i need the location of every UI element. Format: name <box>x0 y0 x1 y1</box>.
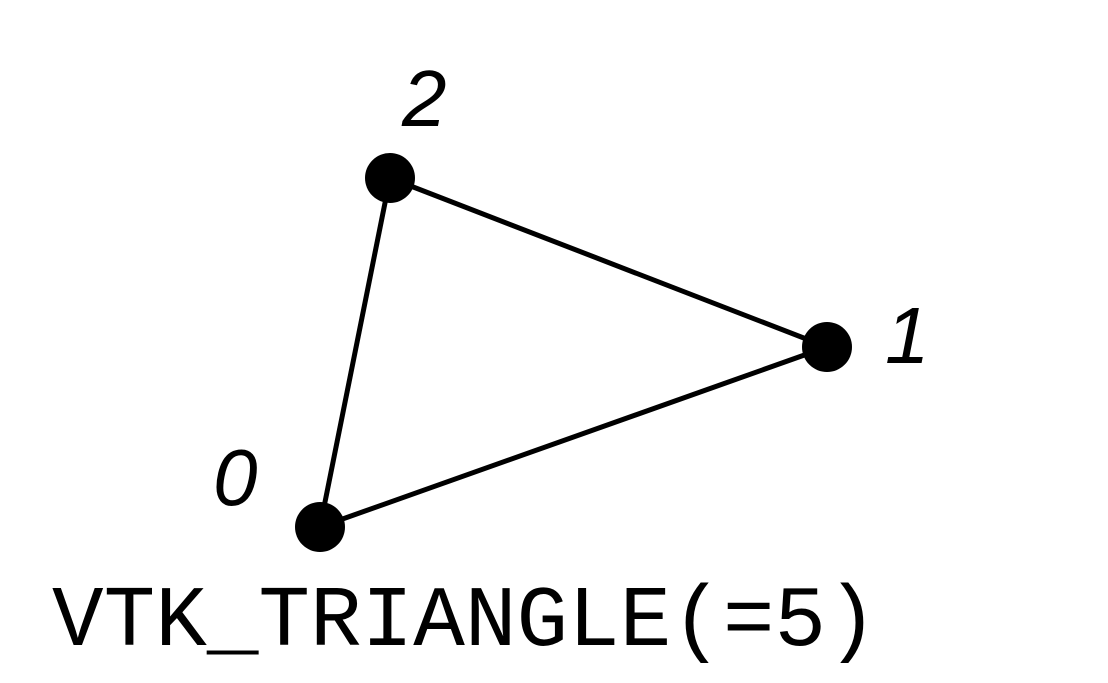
vertex-1-point <box>802 322 852 372</box>
cell-type-caption: VTK_TRIANGLE(=5) <box>52 573 878 671</box>
vertex-2-point <box>365 153 415 203</box>
triangle-vertices <box>295 153 852 552</box>
triangle-edges <box>317 175 828 530</box>
edge-2-0 <box>317 177 393 528</box>
vertex-0-point <box>295 502 345 552</box>
vertex-2-label: 2 <box>401 54 447 143</box>
vertex-1-label: 1 <box>885 291 930 380</box>
edge-1-2 <box>389 175 828 350</box>
vertex-0-label: 0 <box>213 433 258 522</box>
vertex-labels: 0 1 2 <box>213 54 930 522</box>
edge-0-1 <box>319 344 828 530</box>
